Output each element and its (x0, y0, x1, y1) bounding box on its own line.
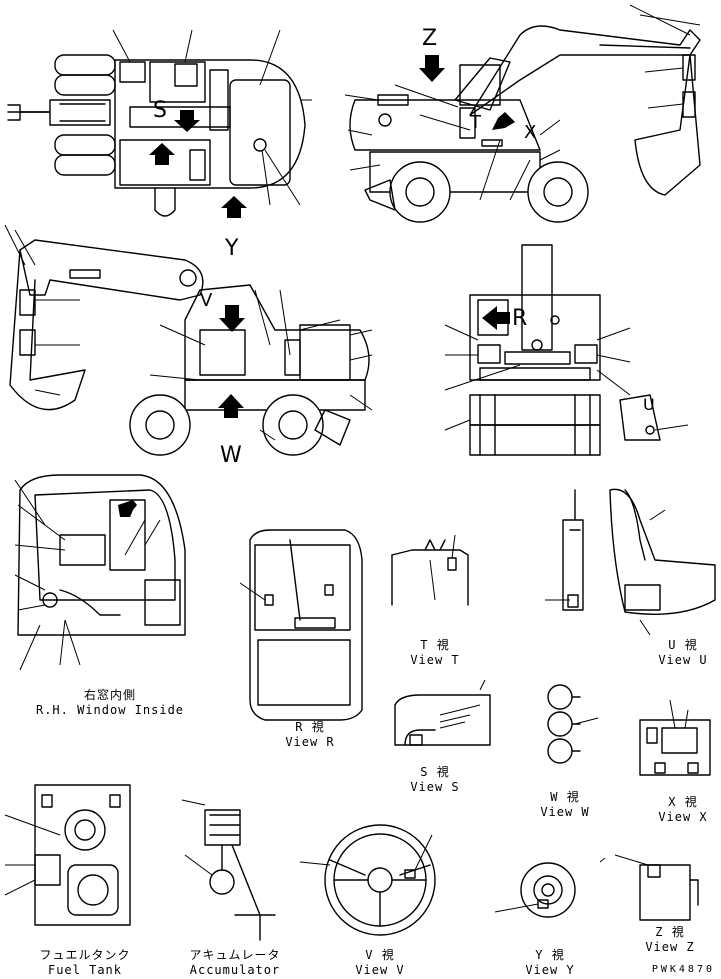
caption-fuel-en: Fuel Tank (47, 963, 123, 977)
label-x: X (524, 122, 537, 143)
caption-view-u-en: View U (658, 653, 708, 667)
caption-view-w: W 視 View W (525, 790, 605, 820)
label-u: U (643, 395, 655, 414)
caption-window-inside: 右窓内側 R.H. Window Inside (30, 688, 190, 718)
label-v: V (200, 290, 213, 311)
caption-view-s: S 視 View S (395, 765, 475, 795)
caption-fuel-jp: フュエルタンク (39, 948, 131, 962)
caption-view-z-en: View Z (645, 940, 695, 954)
caption-view-z-jp: Z 視 (655, 925, 685, 939)
caption-acc-jp: アキュムレータ (189, 948, 281, 962)
caption-view-w-jp: W 視 (550, 790, 580, 804)
caption-fuel-tank: フュエルタンク Fuel Tank (25, 948, 145, 978)
caption-view-v: V 視 View V (340, 948, 420, 978)
view-s-drawing (394, 679, 491, 746)
label-s: S (153, 98, 167, 123)
view-t-drawing (391, 534, 469, 606)
label-y: Y (225, 236, 239, 261)
accumulator-drawing (181, 799, 276, 941)
label-z: Z (422, 26, 438, 51)
view-v-drawing (299, 824, 436, 936)
caption-accumulator: アキュムレータ Accumulator (175, 948, 295, 978)
caption-view-t: T 視 View T (395, 638, 475, 668)
label-r: R (512, 306, 528, 331)
view-x-drawing (639, 699, 711, 776)
caption-view-u: U 視 View U (645, 638, 721, 668)
caption-acc-en: Accumulator (189, 963, 281, 977)
fuel-tank-drawing (4, 784, 131, 926)
caption-window-en: R.H. Window Inside (35, 703, 185, 717)
caption-view-t-jp: T 視 (420, 638, 450, 652)
drawing-code: PWK4870 (651, 964, 715, 975)
caption-view-s-en: View S (410, 780, 460, 794)
side-view-left-drawing (4, 224, 373, 456)
caption-view-t-en: View T (410, 653, 460, 667)
view-y-drawing (494, 862, 576, 918)
caption-view-v-en: View V (355, 963, 405, 977)
caption-view-u-jp: U 視 (668, 638, 698, 652)
caption-view-x-en: View X (658, 810, 708, 824)
view-u-drawing (545, 488, 716, 636)
caption-view-y: Y 視 View Y (510, 948, 590, 978)
caption-view-y-en: View Y (525, 963, 575, 977)
side-view-right-drawing (344, 4, 701, 223)
rear-view-drawing (444, 244, 689, 456)
caption-view-v-jp: V 視 (365, 948, 395, 962)
caption-view-x-jp: X 視 (668, 795, 698, 809)
caption-view-r-en: View R (285, 735, 335, 749)
view-r-drawing (239, 529, 363, 721)
view-w-drawing (547, 684, 599, 764)
view-z-drawing (599, 854, 699, 921)
label-t: T (470, 112, 481, 133)
caption-view-s-jp: S 視 (420, 765, 450, 779)
caption-view-r: R 視 View R (270, 720, 350, 750)
caption-view-y-jp: Y 視 (535, 948, 565, 962)
caption-view-w-en: View W (540, 805, 590, 819)
label-w: W (220, 443, 242, 468)
top-view-drawing (7, 29, 312, 218)
caption-view-r-jp: R 視 (295, 720, 325, 734)
window-inside-drawing (14, 474, 186, 671)
caption-view-z: Z 視 View Z (630, 925, 710, 955)
caption-view-x: X 視 View X (645, 795, 721, 825)
caption-window-jp: 右窓内側 (83, 688, 136, 702)
